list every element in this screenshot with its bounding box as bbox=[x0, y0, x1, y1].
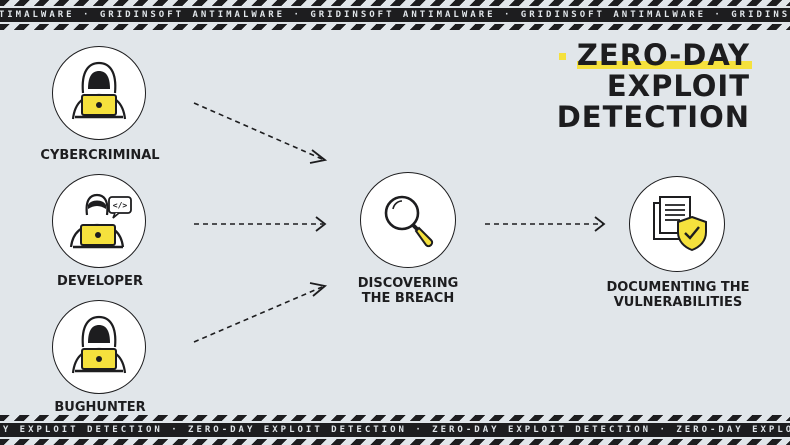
hooded-hacker-laptop-icon bbox=[71, 61, 127, 120]
documenting-label: DOCUMENTING THE VULNERABILITIES bbox=[592, 280, 764, 310]
arrowhead-icon bbox=[309, 149, 328, 164]
top-banner-text: ANTIMALWARE · GRIDINSOFT ANTIMALWARE · G… bbox=[0, 8, 790, 22]
hazard-stripe bbox=[0, 415, 790, 421]
title-line-3: DETECTION bbox=[556, 100, 750, 134]
title-line-1: ZERO-DAY bbox=[576, 38, 750, 72]
top-banner: ANTIMALWARE · GRIDINSOFT ANTIMALWARE · G… bbox=[0, 0, 790, 30]
arrow-bughunter-to-discovering bbox=[193, 286, 323, 343]
hazard-stripe bbox=[0, 439, 790, 445]
title-line-2: EXPLOIT bbox=[606, 69, 750, 103]
title-highlighted-line: ZERO-DAY bbox=[558, 38, 752, 72]
bughunter-label: BUGHUNTER bbox=[54, 400, 146, 415]
developer-laptop-code-icon: </> bbox=[69, 193, 132, 249]
cybercriminal-label: CYBERCRIMINAL bbox=[40, 148, 160, 163]
bottom-banner-text: DAY EXPLOIT DETECTION · ZERO-DAY EXPLOIT… bbox=[0, 423, 790, 437]
hazard-stripe bbox=[0, 0, 790, 6]
documents-shield-icon bbox=[653, 196, 707, 252]
bughunter-node bbox=[52, 300, 146, 394]
documenting-label-line-1: DOCUMENTING THE bbox=[606, 280, 750, 295]
magnifier-icon bbox=[384, 195, 434, 248]
bottom-banner: DAY EXPLOIT DETECTION · ZERO-DAY EXPLOIT… bbox=[0, 415, 790, 445]
hooded-hacker-laptop-icon bbox=[71, 315, 127, 374]
cybercriminal-node bbox=[52, 46, 146, 140]
arrowhead-icon bbox=[594, 216, 606, 232]
documenting-label-line-2: VULNERABILITIES bbox=[613, 295, 743, 310]
discovering-node bbox=[360, 172, 456, 268]
arrowhead-icon bbox=[315, 216, 327, 232]
page-title: ZERO-DAY EXPLOIT DETECTION bbox=[556, 38, 752, 134]
developer-label: DEVELOPER bbox=[57, 274, 143, 289]
discovering-label-line-1: DISCOVERING bbox=[357, 276, 459, 291]
developer-node: </> bbox=[52, 174, 146, 268]
arrow-cybercriminal-to-discovering bbox=[193, 102, 323, 160]
documenting-node bbox=[629, 176, 725, 272]
hazard-stripe bbox=[0, 24, 790, 30]
discovering-label: DISCOVERING THE BREACH bbox=[328, 276, 488, 306]
discovering-label-line-2: THE BREACH bbox=[361, 291, 455, 306]
arrowhead-icon bbox=[309, 282, 328, 297]
svg-text:</>: </> bbox=[113, 201, 128, 210]
